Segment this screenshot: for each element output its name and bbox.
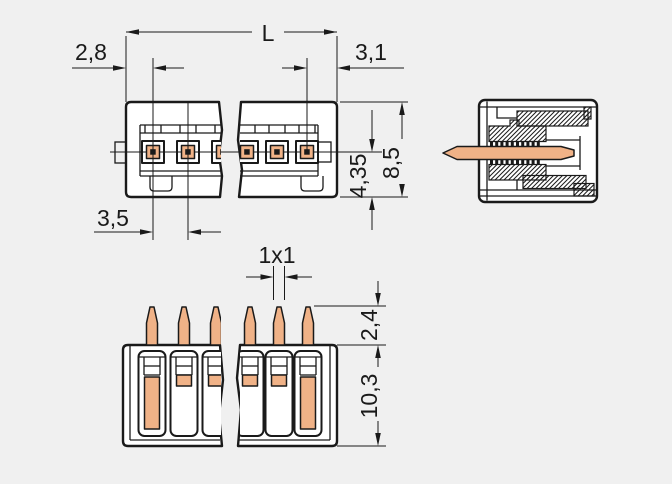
corner-hatch xyxy=(573,182,595,197)
dim-first-pin-offset: 2,8 xyxy=(72,39,184,240)
bottom-notch-left xyxy=(149,176,173,192)
side-pin xyxy=(442,145,575,161)
slot-6 xyxy=(293,350,323,437)
dim-label-L: L xyxy=(262,20,275,46)
dim-label-3-1: 3,1 xyxy=(355,39,387,65)
top-hatch-strip xyxy=(516,110,589,127)
dim-label-2-4: 2,4 xyxy=(356,309,382,341)
slot-5 xyxy=(264,350,294,437)
front-view: L 2,8 3,1 3,5 xyxy=(72,20,408,240)
slot-3-pin xyxy=(207,374,221,387)
solder-pin-2 xyxy=(177,306,191,346)
slot-4 xyxy=(240,350,265,437)
solder-pin-3 xyxy=(209,306,221,346)
front-cavity-right xyxy=(240,124,319,177)
slot-1 xyxy=(137,350,167,437)
polarization-ribs-left xyxy=(144,125,216,133)
pin-contact-3 xyxy=(211,140,221,164)
dim-label-10-3: 10,3 xyxy=(356,374,382,419)
bottom-housing-inner-edges xyxy=(129,346,331,441)
slot-6-pin xyxy=(299,376,317,430)
front-housing-left-half xyxy=(114,100,224,199)
dim-label-1x1: 1x1 xyxy=(258,242,295,268)
bottom-slots xyxy=(137,350,323,437)
dim-total-length: L xyxy=(125,20,338,102)
dim-label-2-8: 2,8 xyxy=(75,39,107,65)
polarization-ribs-right xyxy=(254,125,316,133)
slot-3 xyxy=(201,350,221,437)
slot-1-pin xyxy=(143,376,161,430)
dim-pin-cross-section: 1x1 xyxy=(246,242,312,300)
pin-contact-6 xyxy=(295,140,319,164)
solder-pin-5 xyxy=(272,306,286,346)
dim-height-group: 4,35 8,5 xyxy=(340,101,408,230)
pin-contact-4 xyxy=(240,140,259,164)
dim-label-4-35: 4,35 xyxy=(345,154,371,199)
slot-2-pin xyxy=(175,374,193,387)
slot-5-pin xyxy=(270,374,288,387)
solder-pin-6 xyxy=(301,306,315,346)
pin-contact-2 xyxy=(176,140,200,164)
dim-pin-pitch: 3,5 xyxy=(94,102,221,240)
slot-4-pin xyxy=(241,374,259,387)
solder-pins xyxy=(145,306,315,346)
bottom-view: 1x1 2,4 10,3 xyxy=(121,242,386,448)
bottom-hatch-strip xyxy=(522,174,587,190)
front-pin-contacts xyxy=(141,140,319,164)
dim-depth-group: 2,4 10,3 xyxy=(314,281,386,447)
solder-pin-1 xyxy=(145,306,159,346)
bottom-notch-right xyxy=(300,176,324,192)
pin-contact-5 xyxy=(265,140,289,164)
dim-last-pin-offset: 3,1 xyxy=(282,39,404,150)
side-view xyxy=(442,98,599,204)
slot-2 xyxy=(169,350,199,437)
solder-pin-4 xyxy=(243,306,257,346)
dim-label-8-5: 8,5 xyxy=(378,147,404,179)
dim-label-3-5: 3,5 xyxy=(97,205,129,231)
knurl-serrations xyxy=(490,141,540,165)
